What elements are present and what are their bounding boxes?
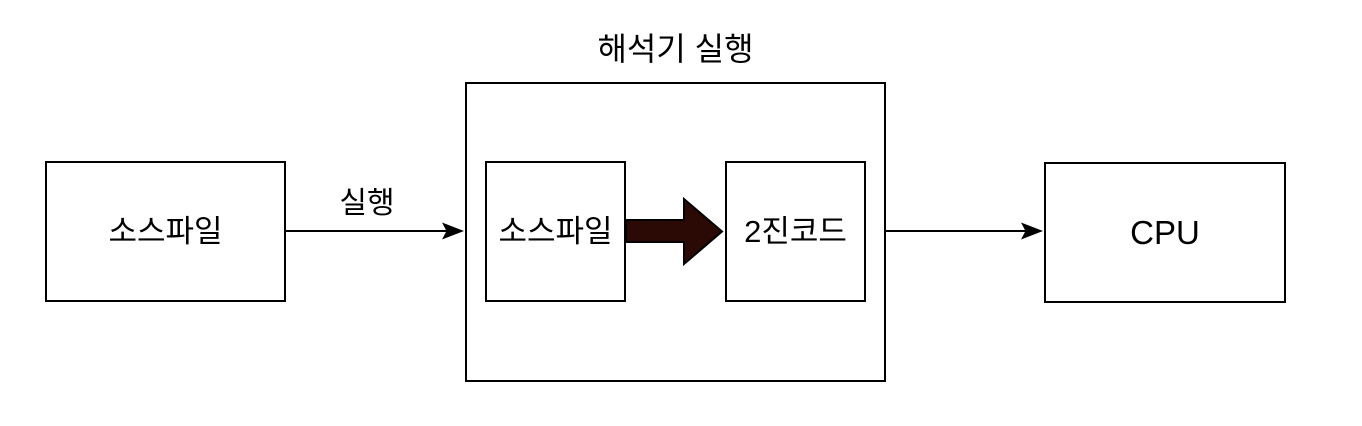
box-binary-code-label: 2진코드 xyxy=(744,214,847,249)
box-source-file: 소스파일 xyxy=(45,161,286,302)
box-binary-code: 2진코드 xyxy=(725,161,866,302)
execute-arrow-label: 실행 xyxy=(339,187,395,220)
box-source-file-label: 소스파일 xyxy=(108,214,223,249)
interpreter-container xyxy=(465,82,886,382)
execute-arrow-head-icon xyxy=(442,222,464,240)
transform-arrow-icon xyxy=(625,196,724,267)
box-inner-source-file: 소스파일 xyxy=(485,161,626,302)
box-cpu-label: CPU xyxy=(1130,214,1200,251)
interpreter-title: 해석기 실행 xyxy=(597,31,754,67)
box-inner-source-file-label: 소스파일 xyxy=(498,214,613,249)
output-arrow-head-icon xyxy=(1021,222,1043,240)
box-cpu: CPU xyxy=(1044,162,1286,303)
